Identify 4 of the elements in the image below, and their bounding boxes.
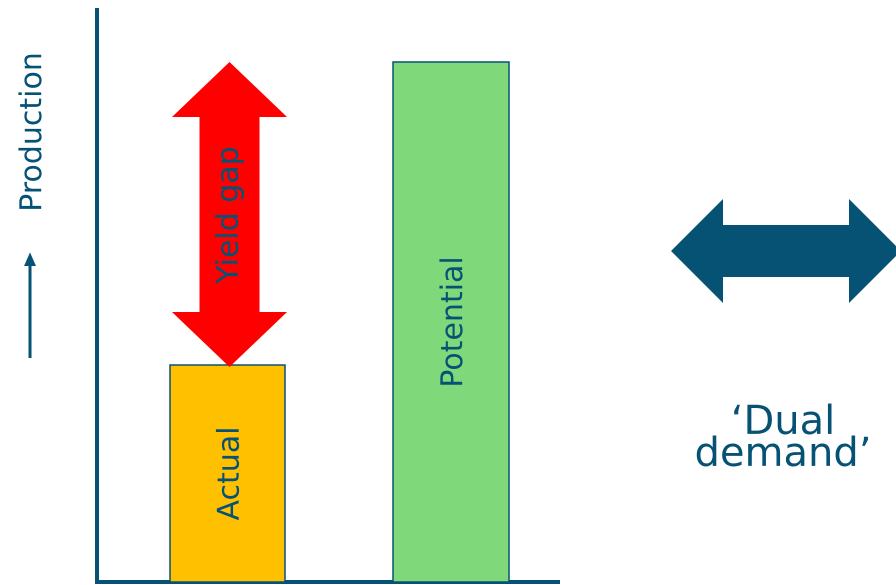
axis-label: Production	[18, 54, 42, 209]
note: ‘Dual demand’	[696, 404, 868, 466]
bar: Actual	[169, 364, 286, 583]
bar: Potential	[392, 61, 510, 583]
